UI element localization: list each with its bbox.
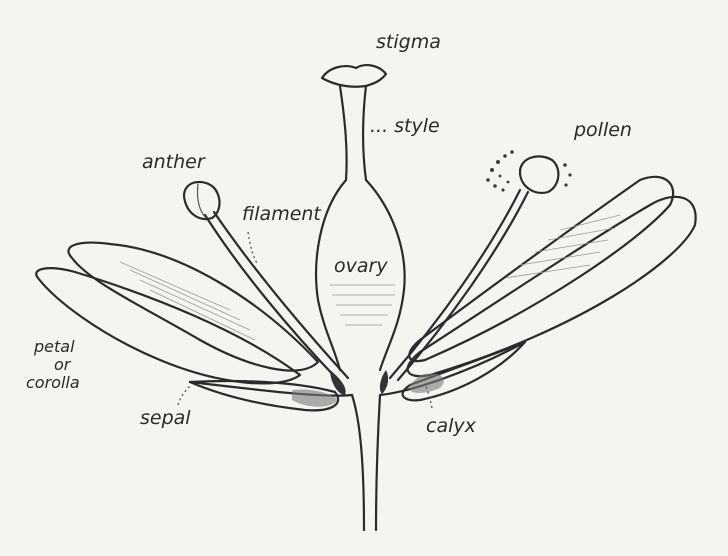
stigma-shape <box>320 64 388 88</box>
nectary-left <box>330 370 346 395</box>
label-calyx: calyx <box>426 415 477 437</box>
anther-left <box>182 180 221 221</box>
pollen-grains <box>486 150 572 192</box>
label-stigma: stigma <box>376 31 441 53</box>
label-sepal: sepal <box>140 407 191 429</box>
sepal-left-shading <box>292 389 338 407</box>
sepal-right-shading <box>409 373 444 393</box>
receptacle <box>188 340 527 397</box>
anther-right <box>518 155 560 194</box>
filament-left <box>203 210 350 382</box>
nectary-right <box>379 370 389 394</box>
label-anther: anther <box>142 151 206 173</box>
calyx-leader <box>425 385 433 409</box>
label-petal-line1: petal <box>33 337 75 356</box>
petal-left-lower <box>35 267 302 385</box>
label-style: ... style <box>370 115 440 137</box>
label-filament: filament <box>242 203 322 225</box>
petal-left-outer-shading <box>119 261 256 341</box>
label-petal-line3: corolla <box>26 373 80 392</box>
filament-right <box>388 188 530 382</box>
sepal-leader <box>177 385 191 406</box>
anther-left-groove <box>196 183 207 219</box>
stem <box>350 393 382 532</box>
sepal-right <box>401 340 527 402</box>
label-ovary: ovary <box>334 255 388 277</box>
petal-left-outer <box>67 241 320 372</box>
label-pollen: pollen <box>573 119 632 141</box>
petal-right-upper <box>408 175 675 363</box>
filament-leader <box>247 231 259 266</box>
sepal-left <box>188 379 340 412</box>
petal-right-shading <box>504 214 621 279</box>
label-petal-line2: or <box>54 355 72 374</box>
ovary-shading <box>330 284 395 326</box>
pistil-outline <box>315 84 406 372</box>
